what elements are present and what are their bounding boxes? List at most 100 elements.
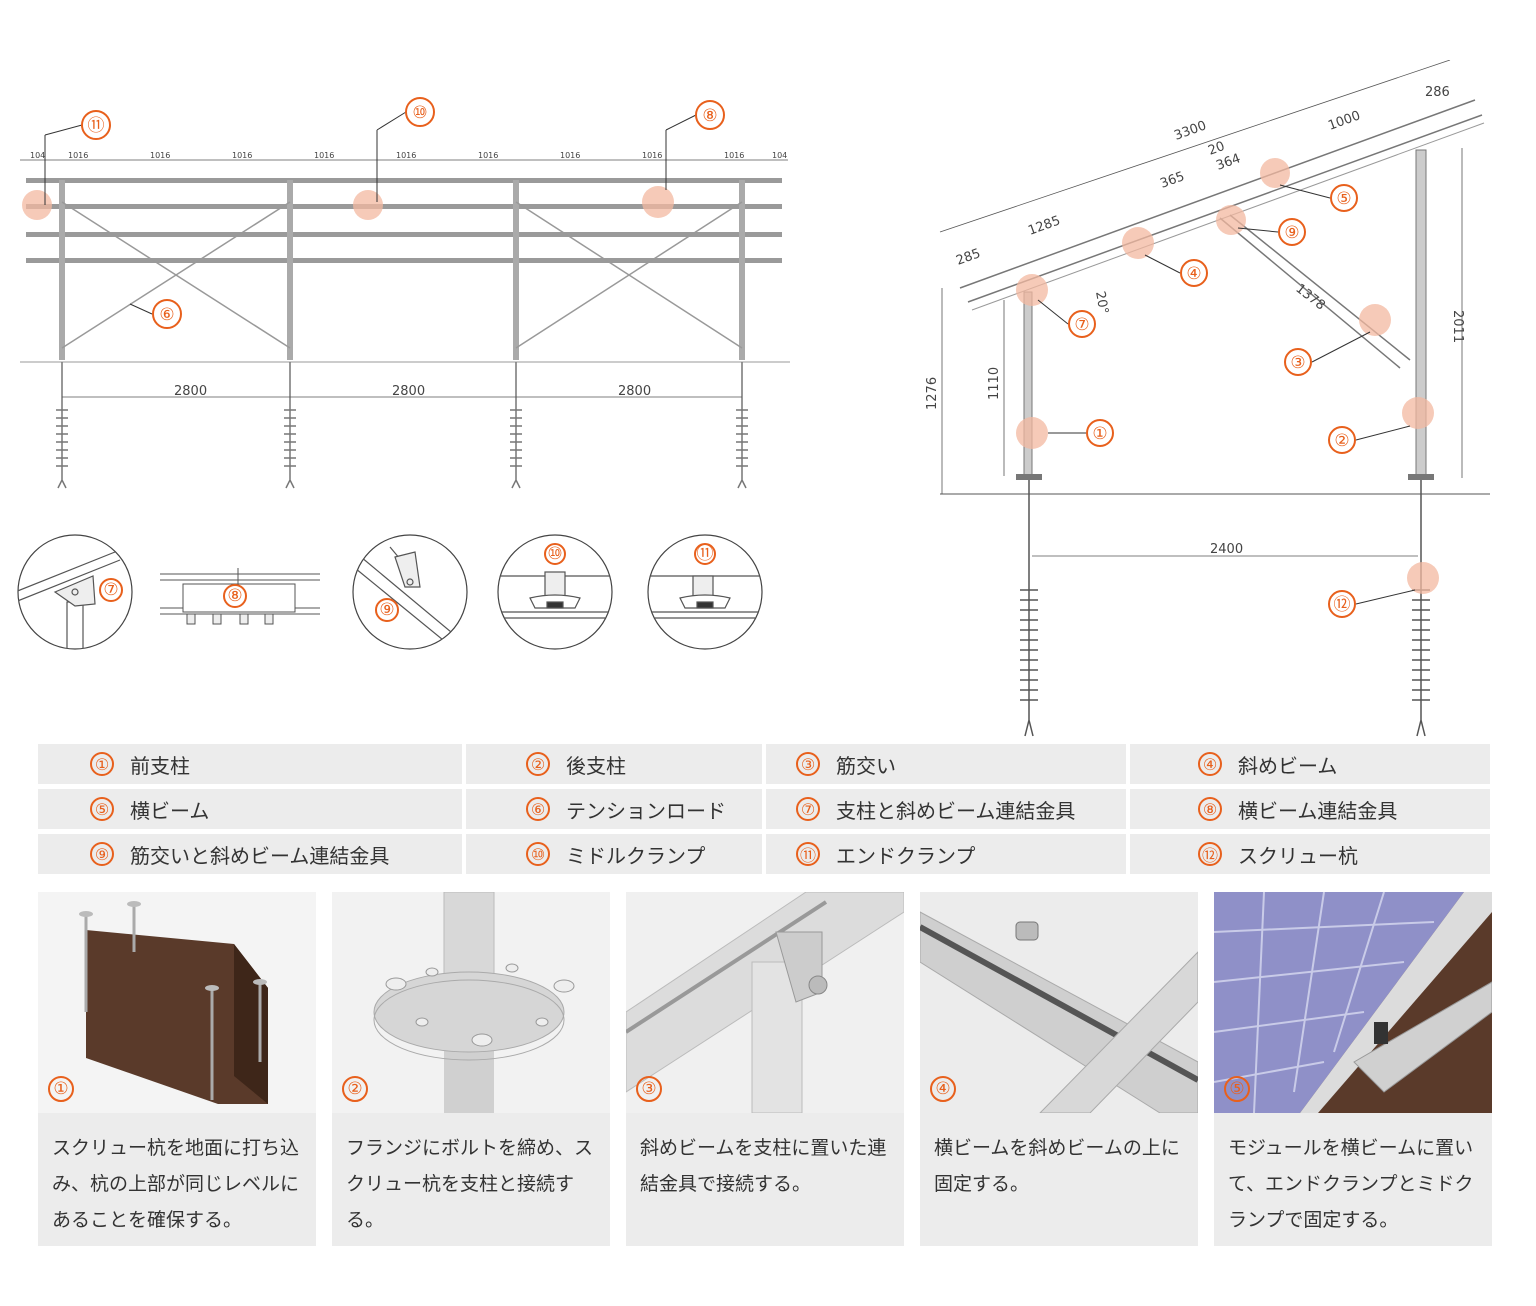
legend-number: ⑩ xyxy=(526,842,550,866)
legend-item: ③ 筋交い xyxy=(766,744,1126,784)
svg-text:⑩: ⑩ xyxy=(547,544,562,564)
dim-2800: 2800 xyxy=(392,384,425,399)
svg-text:⑦: ⑦ xyxy=(1074,315,1089,335)
dim-top-5: 1016 xyxy=(396,151,416,160)
legend-number: ③ xyxy=(796,752,820,776)
legend-label: エンドクランプ xyxy=(836,843,976,868)
legend-number: ② xyxy=(526,752,550,776)
detail-views: ⑦ ⑧ ⑨ xyxy=(17,534,763,650)
dim-top-8: 1016 xyxy=(642,151,662,160)
legend-label: テンションロード xyxy=(566,798,726,823)
svg-text:⑪: ⑪ xyxy=(697,544,714,564)
detail-7: ⑦ xyxy=(17,534,133,650)
step-number: ④ xyxy=(930,1076,956,1102)
legend-item: ⑧ 横ビーム連結金具 xyxy=(1130,789,1490,829)
dim-top-7: 1016 xyxy=(560,151,580,160)
brace xyxy=(1219,214,1411,369)
legend-label: 筋交いと斜めビーム連結金具 xyxy=(130,843,390,868)
legend-number: ⑦ xyxy=(796,797,820,821)
callout-9 xyxy=(1278,218,1306,246)
legend-item: ⑩ ミドルクランプ xyxy=(466,834,762,874)
dim-top-3: 1016 xyxy=(232,151,252,160)
screw-pile-in-ground-image xyxy=(38,892,316,1113)
dim-20: 20 xyxy=(1206,139,1227,159)
dim-top-10: 104 xyxy=(772,151,787,160)
legend-item: ⑪ エンドクランプ xyxy=(766,834,1126,874)
dim-2800: 2800 xyxy=(618,384,651,399)
legend-item: ⑨ 筋交いと斜めビーム連結金具 xyxy=(38,834,462,874)
horizontal-rail xyxy=(26,204,782,209)
legend-label: 筋交い xyxy=(836,753,896,778)
detail-9: ⑨ xyxy=(352,534,468,650)
dim-top-1: 1016 xyxy=(68,151,88,160)
legend-number: ⑪ xyxy=(796,842,820,866)
legend-item: ④ 斜めビーム xyxy=(1130,744,1490,784)
step-number: ⑤ xyxy=(1224,1076,1250,1102)
step-text: フランジにボルトを締め、スクリュー杭を支柱と接続する。 xyxy=(346,1137,594,1231)
legend-label: 横ビーム xyxy=(130,798,210,823)
dim-3300: 3300 xyxy=(1172,118,1208,143)
legend-number: ⑨ xyxy=(90,842,114,866)
step-4-card: ④ 横ビームを斜めビームの上に固定する。 xyxy=(920,892,1198,1246)
step-number: ① xyxy=(48,1076,74,1102)
svg-text:⑤: ⑤ xyxy=(1336,189,1351,209)
dim-1285: 1285 xyxy=(1026,213,1062,238)
dim-top-0: 104 xyxy=(30,151,45,160)
highlight-middle-clamp xyxy=(353,190,383,220)
dim-1110: 1110 xyxy=(987,367,1002,400)
callout-4 xyxy=(1180,259,1208,287)
svg-text:③: ③ xyxy=(1290,353,1305,373)
legend-label: 斜めビーム xyxy=(1238,753,1338,778)
svg-text:④: ④ xyxy=(1186,264,1201,284)
legend-number: ⑫ xyxy=(1198,842,1222,866)
step-text: 斜めビームを支柱に置いた連結金具で接続する。 xyxy=(640,1137,887,1195)
legend-number: ⑤ xyxy=(90,797,114,821)
dim-2400: 2400 xyxy=(1210,542,1243,557)
legend-label: スクリュー杭 xyxy=(1238,843,1358,868)
dim-285: 285 xyxy=(954,246,982,269)
dim-365: 365 xyxy=(1158,169,1186,192)
legend-number: ⑧ xyxy=(1198,797,1222,821)
side-screw-piles xyxy=(1020,480,1430,737)
detail-8: ⑧ xyxy=(160,568,320,625)
step-number: ② xyxy=(342,1076,368,1102)
step-5-card: ⑤ モジュールを横ビームに置いて、エンドクランプとミドクランプで固定する。 xyxy=(1214,892,1492,1246)
callout-10 xyxy=(405,97,435,127)
dim-1000: 1000 xyxy=(1326,108,1362,133)
dim-2800: 2800 xyxy=(174,384,207,399)
horizontal-rail xyxy=(26,178,782,183)
callout-12 xyxy=(1328,590,1356,618)
svg-text:⑪: ⑪ xyxy=(88,116,105,136)
dim-286: 286 xyxy=(1425,85,1450,100)
svg-text:⑥: ⑥ xyxy=(159,305,174,325)
callout-8 xyxy=(695,100,725,130)
svg-text:⑧: ⑧ xyxy=(227,586,242,606)
beam-bracket-image xyxy=(626,892,904,1113)
horizontal-rail xyxy=(26,232,782,237)
callout-7 xyxy=(1068,310,1096,338)
dim-top-2: 1016 xyxy=(150,151,170,160)
tension-rods xyxy=(61,201,743,349)
legend-label: 横ビーム連結金具 xyxy=(1238,798,1398,823)
horizontal-rail xyxy=(26,258,782,263)
svg-text:①: ① xyxy=(1092,424,1107,444)
legend-label: ミドルクランプ xyxy=(566,843,706,868)
legend-label: 前支柱 xyxy=(130,753,190,778)
highlight-rail-joint xyxy=(642,186,674,218)
step-text: モジュールを横ビームに置いて、エンドクランプとミドクランプで固定する。 xyxy=(1228,1137,1474,1231)
step-number: ③ xyxy=(636,1076,662,1102)
step-3-card: ③ 斜めビームを支柱に置いた連結金具で接続する。 xyxy=(626,892,904,1246)
dim-2011: 2011 xyxy=(1450,310,1465,343)
svg-text:⑨: ⑨ xyxy=(379,600,394,620)
svg-text:②: ② xyxy=(1334,431,1349,451)
front-posts xyxy=(59,180,745,360)
callout-6 xyxy=(152,299,182,329)
svg-text:⑧: ⑧ xyxy=(702,106,717,126)
side-view-drawing: 3300 286 1000 20 364 365 1285 285 20° 13… xyxy=(925,60,1490,737)
detail-11: ⑪ xyxy=(647,534,763,650)
legend-number: ④ xyxy=(1198,752,1222,776)
legend-item: ⑫ スクリュー杭 xyxy=(1130,834,1490,874)
